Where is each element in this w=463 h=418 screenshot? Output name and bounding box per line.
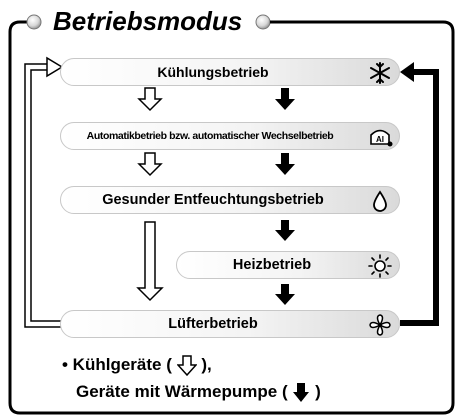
outline-arrow-long <box>136 221 164 302</box>
auto-ai-icon: AI <box>370 129 393 147</box>
right-loop-line <box>400 69 439 326</box>
mode-heating: Heizbetrieb <box>176 251 400 279</box>
mode-auto-label: Automatikbetrieb bzw. automatischer Wech… <box>86 130 334 142</box>
legend-cooling-prefix: • Kühlgeräte ( <box>62 355 172 374</box>
left-loop-arrowhead <box>46 56 64 78</box>
legend-cooling-suffix: ), <box>201 355 212 374</box>
mode-fan: Lüfterbetrieb <box>60 310 400 338</box>
solid-arrow-legend-icon <box>293 382 310 402</box>
legend-line-cooling: • Kühlgeräte ( ), <box>62 352 212 378</box>
frame-border <box>8 20 455 415</box>
legend-heatpump-prefix: Geräte mit Wärmepumpe ( <box>76 382 288 401</box>
legend-heatpump-suffix: ) <box>315 382 321 401</box>
snowflake-icon <box>370 62 390 84</box>
solid-arrow-1 <box>275 88 295 110</box>
auto-ai-icon-text: AI <box>376 135 384 144</box>
mode-dehumidify-label: Gesunder Entfeuchtungsbetrieb <box>102 192 324 208</box>
right-loop-arrowhead <box>400 62 414 82</box>
solid-arrow-4 <box>275 284 295 305</box>
outline-arrow-legend-icon <box>176 354 197 376</box>
legend-line-heatpump: Geräte mit Wärmepumpe ( ) <box>76 379 321 405</box>
mode-heating-label: Heizbetrieb <box>232 257 312 273</box>
fan-icon <box>369 314 391 336</box>
left-loop-line <box>30 69 65 322</box>
sun-icon <box>368 254 392 278</box>
solid-arrow-3 <box>275 220 295 241</box>
mode-cooling: Kühlungsbetrieb <box>60 58 400 86</box>
mode-fan-label: Lüfterbetrieb <box>168 316 258 332</box>
mode-auto: Automatikbetrieb bzw. automatischer Wech… <box>60 122 400 150</box>
outline-arrow-1 <box>137 87 163 112</box>
water-drop-icon <box>373 190 387 212</box>
title-knob-left <box>26 14 42 30</box>
mode-dehumidify: Gesunder Entfeuchtungsbetrieb <box>60 186 400 214</box>
page-title: Betriebsmodus <box>47 3 249 39</box>
left-loop-line-inner <box>24 63 65 328</box>
mode-cooling-label: Kühlungsbetrieb <box>157 64 269 80</box>
outline-arrow-2 <box>137 152 163 177</box>
title-knob-right <box>255 14 271 30</box>
solid-arrow-2 <box>275 153 295 175</box>
